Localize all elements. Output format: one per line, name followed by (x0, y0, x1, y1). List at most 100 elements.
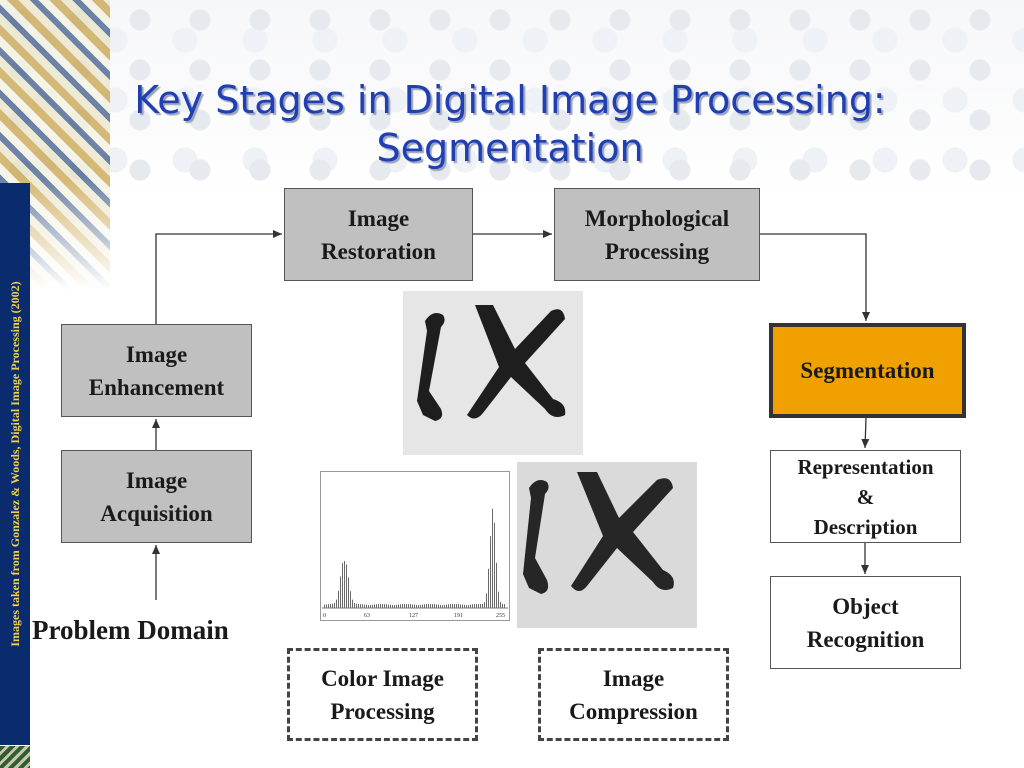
histogram-bar (394, 605, 395, 608)
histogram-bar (438, 604, 439, 608)
histogram-bar (418, 605, 419, 608)
histogram-bar (356, 603, 357, 608)
histogram-bar (338, 590, 339, 608)
histogram-bar (392, 605, 393, 608)
stage-label-line: & (856, 484, 875, 509)
histogram-bar (352, 599, 353, 608)
histogram-bar (348, 577, 349, 608)
histogram-bar (436, 604, 437, 608)
stage-representation-description: Representation&Description (770, 450, 961, 543)
histogram-bar (480, 604, 481, 608)
histogram-bar (372, 604, 373, 608)
stage-label-line: Compression (569, 698, 698, 724)
histogram-bar (466, 605, 467, 608)
histogram-bar (350, 591, 351, 608)
stage-label-line: Acquisition (100, 500, 213, 526)
histogram-bar (410, 604, 411, 608)
histogram-bar (378, 604, 379, 608)
histogram-bar (362, 604, 363, 608)
histogram-bar (470, 604, 471, 608)
stage-segmentation-highlighted: Segmentation (769, 323, 966, 418)
histogram-bar (478, 603, 479, 608)
histogram-bar (464, 604, 465, 608)
histogram-bar (468, 604, 469, 608)
intensity-histogram: 0 63 127 191 255 (320, 471, 510, 621)
stage-label-line: Processing (330, 698, 435, 724)
histogram-bar (454, 604, 455, 608)
histogram-bar (324, 604, 325, 608)
histogram-bar (440, 604, 441, 608)
histogram-bar (474, 604, 475, 608)
histogram-bar (326, 604, 327, 608)
stage-label-line: Recognition (806, 626, 925, 652)
histogram-bar (360, 604, 361, 608)
histogram-bar (426, 604, 427, 608)
histogram-bar (502, 603, 503, 608)
stage-label-line: Object (832, 593, 899, 619)
histogram-bar (456, 604, 457, 608)
stage-label-line: Image (125, 341, 188, 367)
problem-domain-label: Problem Domain (32, 615, 229, 645)
histogram-bar (432, 604, 433, 608)
title-line-1: Key Stages in Digital Image Processing: (134, 78, 886, 122)
histogram-bar (500, 601, 501, 608)
stage-label-line: Morphological (584, 205, 730, 231)
stage-label-line: Description (813, 514, 918, 539)
histogram-bar (462, 604, 463, 608)
histogram-bar (446, 604, 447, 608)
histogram-bar (340, 576, 341, 608)
side-credit-bar (0, 183, 30, 745)
histogram-bar (482, 603, 483, 608)
histogram-tick: 0 (323, 613, 326, 619)
stage-label-line: Image (602, 665, 665, 691)
histogram-bar (444, 604, 445, 608)
arrow-morphological-to-segmentation (760, 233, 870, 321)
stage-label-line: Image (347, 205, 410, 231)
histogram-bar (332, 603, 333, 608)
histogram-bar (398, 604, 399, 608)
histogram-bar (396, 604, 397, 608)
histogram-tick: 255 (496, 613, 505, 619)
histogram-tick: 127 (409, 613, 418, 619)
stage-label-line: Restoration (321, 238, 436, 264)
photo-original-object (403, 291, 583, 455)
histogram-bar (386, 604, 387, 608)
histogram-bar (484, 602, 485, 608)
histogram-bar (434, 604, 435, 608)
stage-label-line: Image (125, 467, 188, 493)
histogram-bar (458, 604, 459, 608)
histogram-bar (370, 604, 371, 608)
histogram-bar (460, 604, 461, 608)
stage-label-line: Segmentation (800, 358, 935, 383)
histogram-tick: 191 (454, 613, 463, 619)
histogram-bar (430, 604, 431, 608)
histogram-tick: 63 (364, 613, 370, 619)
title-line-2: Segmentation (376, 126, 644, 170)
histogram-bar (402, 604, 403, 608)
histogram-bar (376, 604, 377, 608)
stage-label-line: Color Image (321, 665, 444, 691)
histogram-bar (380, 604, 381, 608)
histogram-bar (368, 605, 369, 608)
histogram-bar (504, 604, 505, 608)
stage-label-line: Processing (604, 238, 710, 264)
histogram-bar (382, 604, 383, 608)
histogram-bar (450, 604, 451, 608)
histogram-bar (336, 599, 337, 608)
histogram-bar (364, 604, 365, 608)
histogram-bar (428, 604, 429, 608)
histogram-bar (366, 604, 367, 608)
histogram-bar (374, 604, 375, 608)
histogram-bar (342, 563, 343, 608)
histogram-bar (448, 604, 449, 608)
histogram-bar (400, 604, 401, 608)
photo-segmented-object (517, 462, 697, 628)
histogram-bar (496, 562, 497, 608)
histogram-bar (330, 604, 331, 608)
